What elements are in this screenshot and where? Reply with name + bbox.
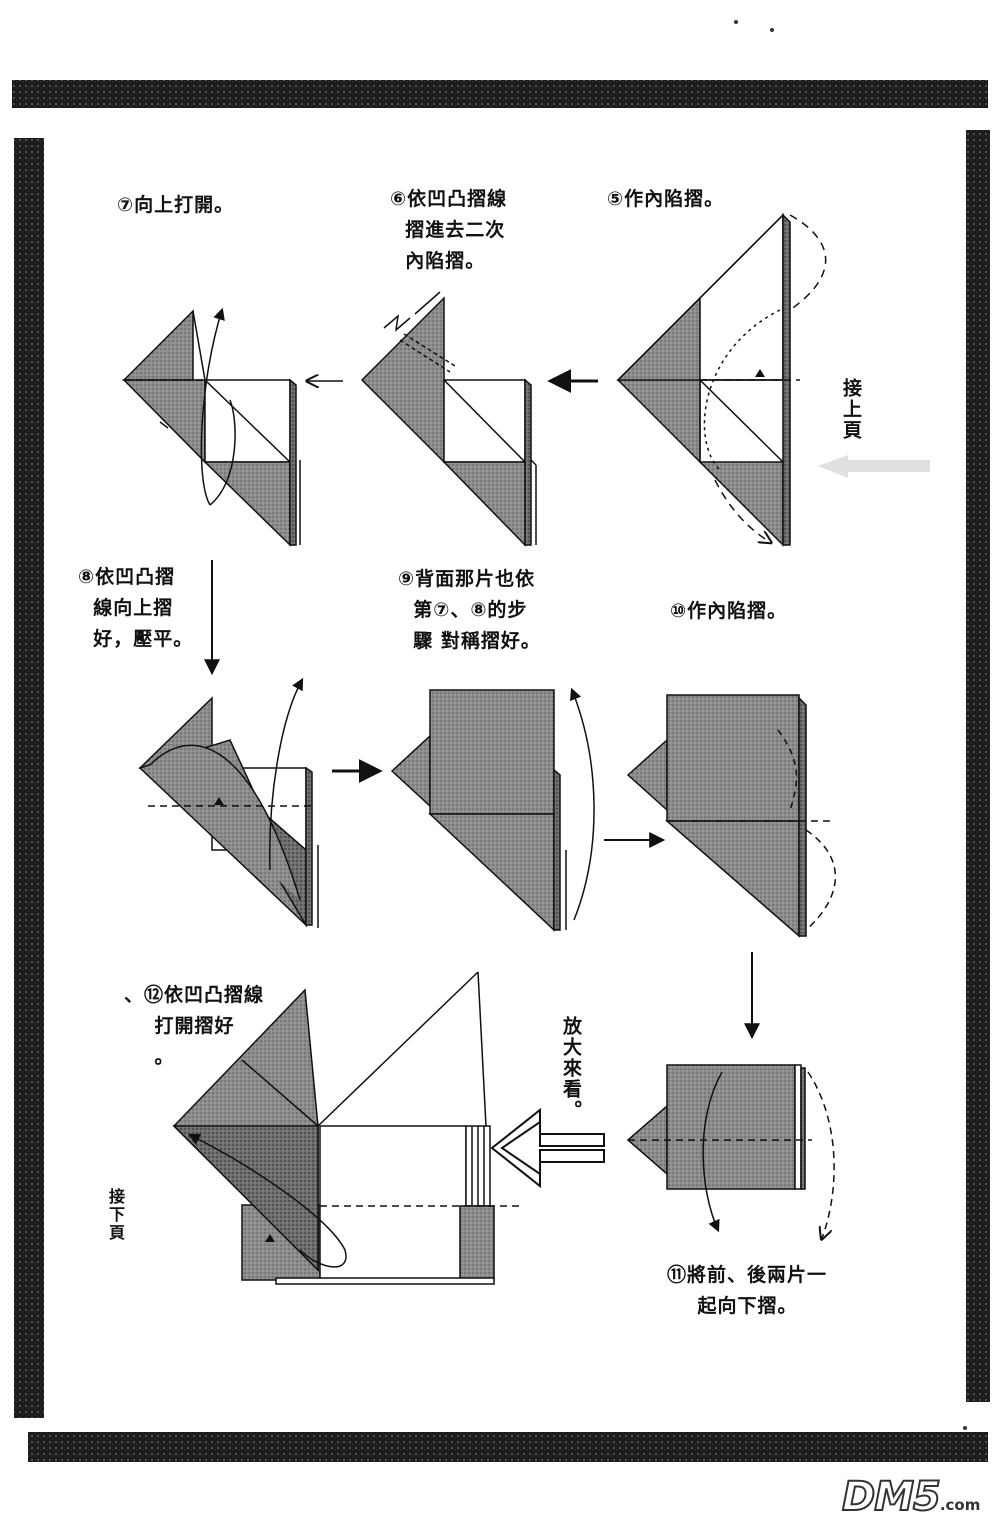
step12-figure — [172, 971, 520, 1285]
right-border — [966, 130, 990, 1402]
step7-label: ⑦向上打開。 — [117, 194, 235, 216]
bottom-band — [28, 1432, 988, 1462]
step5-figure — [616, 213, 827, 547]
step8-label: ⑧依凹凸摺 線向上摺 好，壓平。 — [78, 566, 194, 650]
step7-figure — [122, 307, 301, 547]
left-border — [14, 138, 44, 1418]
step6-label: ⑥依凹凸摺線 摺進去二次 內陷摺。 — [390, 188, 508, 272]
continue-prev-arrow — [818, 455, 930, 478]
continue-next-note: 接下頁 — [106, 1188, 125, 1242]
step8-figure — [138, 677, 319, 928]
step12-label: 、⑫依凹凸摺線 打開摺好 。 — [124, 984, 265, 1068]
step10-figure — [626, 694, 836, 938]
zoom-arrow — [490, 1107, 605, 1189]
watermark-brand: DM5 — [841, 1473, 942, 1520]
step9-figure — [390, 687, 595, 932]
step6-figure — [360, 291, 537, 547]
top-band — [12, 80, 988, 108]
site-watermark: DM5.com — [841, 1473, 981, 1520]
step5-label: ⑤作內陷摺。 — [607, 188, 725, 210]
step10-label: ⑩作內陷摺。 — [670, 600, 788, 622]
watermark-suffix: .com — [939, 1496, 981, 1514]
zoom-note: 放大來看。 — [560, 1016, 582, 1121]
step11-figure — [626, 1064, 835, 1238]
step9-label: ⑨背面那片也依 第⑦、⑧的步 驟 對稱摺好。 — [398, 568, 541, 652]
step11-label: ⑪將前、後兩片一 起向下摺。 — [667, 1264, 828, 1317]
continue-prev-note: 接上頁 — [840, 378, 862, 441]
